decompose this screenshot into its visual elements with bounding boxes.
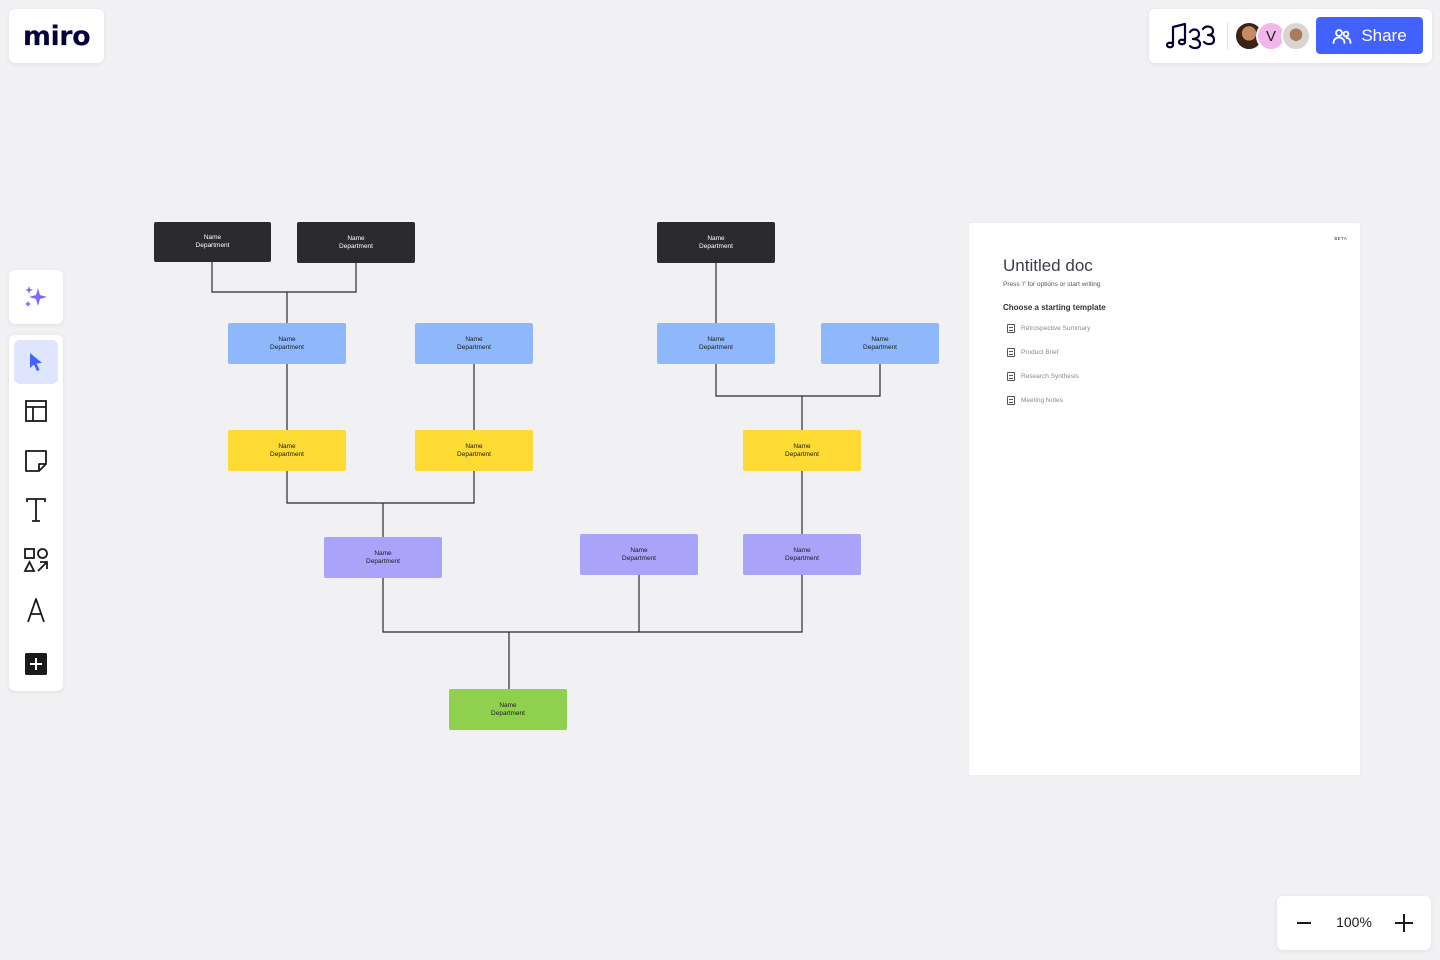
document-icon bbox=[1007, 324, 1015, 333]
collaboration-bar: V Share bbox=[1149, 9, 1432, 63]
document-icon bbox=[1007, 372, 1015, 381]
node-name: Name bbox=[465, 335, 483, 343]
logo-button[interactable]: miro bbox=[9, 9, 104, 63]
node-name: Name bbox=[278, 442, 296, 450]
shapes-tool[interactable] bbox=[14, 538, 58, 582]
zoom-controls: 100% bbox=[1277, 896, 1431, 950]
template-label: Product Brief bbox=[1021, 349, 1059, 356]
node-department: Department bbox=[491, 709, 525, 717]
reactions-icon[interactable] bbox=[1163, 20, 1215, 52]
minus-icon bbox=[1297, 922, 1311, 924]
node-name: Name bbox=[499, 701, 517, 709]
share-button[interactable]: Share bbox=[1316, 17, 1423, 54]
node-name: Name bbox=[203, 234, 222, 241]
avatar-initial: V bbox=[1265, 27, 1276, 45]
document-icon bbox=[1007, 396, 1015, 405]
template-label: Research Synthesis bbox=[1021, 373, 1079, 380]
node-name: Name bbox=[707, 335, 725, 343]
template-label: Retrospective Summary bbox=[1021, 325, 1091, 332]
sparkle-icon bbox=[25, 286, 47, 307]
node-name: Name bbox=[347, 234, 365, 242]
zoom-in-button[interactable] bbox=[1384, 903, 1424, 943]
template-heading: Choose a starting template bbox=[1003, 303, 1106, 312]
more-tools-button[interactable] bbox=[14, 642, 58, 686]
node-name: Name bbox=[793, 546, 811, 554]
zoom-out-button[interactable] bbox=[1284, 903, 1324, 943]
select-tool[interactable] bbox=[14, 340, 58, 384]
sticky-note-tool[interactable] bbox=[14, 439, 58, 483]
avatar[interactable] bbox=[1281, 21, 1311, 51]
node-department: Department bbox=[785, 554, 819, 562]
zoom-level[interactable]: 100% bbox=[1336, 914, 1372, 930]
node-name: Name bbox=[278, 335, 296, 343]
share-label: Share bbox=[1361, 25, 1407, 45]
node-name: Name bbox=[465, 442, 483, 450]
node-department: Department bbox=[622, 554, 656, 562]
template-option[interactable]: Product Brief bbox=[1007, 348, 1059, 357]
node-department: Department bbox=[366, 557, 400, 565]
node-department: Department bbox=[457, 450, 491, 458]
doc-title[interactable]: Untitled doc bbox=[1003, 256, 1093, 275]
shapes-icon bbox=[23, 548, 48, 572]
plus-square-icon bbox=[25, 653, 47, 675]
left-toolbar bbox=[9, 335, 63, 691]
text-icon bbox=[26, 498, 46, 522]
node-name: Name bbox=[630, 546, 648, 554]
node-department: Department bbox=[785, 450, 819, 458]
node-name: Name bbox=[871, 335, 889, 343]
templates-tool[interactable] bbox=[14, 389, 58, 433]
node-department: Department bbox=[699, 242, 733, 250]
ai-assist-button[interactable] bbox=[9, 270, 63, 324]
users-icon bbox=[1332, 28, 1352, 44]
doc-hint: Press '/' for options or start writing bbox=[1003, 281, 1101, 288]
node-department: Department bbox=[270, 343, 304, 351]
beta-badge: BETA bbox=[1334, 236, 1347, 241]
node-name: Name bbox=[793, 442, 811, 450]
pen-tool[interactable] bbox=[14, 588, 58, 632]
document-icon bbox=[1007, 348, 1015, 357]
miro-logo: miro bbox=[22, 20, 91, 52]
template-option[interactable]: Meeting Notes bbox=[1007, 396, 1063, 405]
cursor-icon bbox=[30, 353, 42, 371]
node-department: Department bbox=[699, 343, 733, 351]
sticky-note-icon bbox=[25, 450, 47, 472]
template-label: Meeting Notes bbox=[1021, 397, 1063, 404]
template-option[interactable]: Retrospective Summary bbox=[1007, 324, 1090, 333]
text-tool[interactable] bbox=[14, 488, 58, 532]
node-department: Department bbox=[863, 343, 897, 351]
divider bbox=[1227, 23, 1228, 49]
avatar[interactable]: V bbox=[1256, 21, 1286, 51]
layout-icon bbox=[25, 400, 47, 422]
doc-panel[interactable]: BETA Untitled doc Press '/' for options … bbox=[969, 223, 1360, 775]
node-department: Department bbox=[270, 450, 304, 458]
template-option[interactable]: Research Synthesis bbox=[1007, 372, 1079, 381]
node-department: Department bbox=[457, 343, 491, 351]
node-name: Name bbox=[707, 234, 725, 242]
pen-icon bbox=[27, 598, 45, 623]
node-department: Department bbox=[195, 242, 230, 249]
node-department: Department bbox=[339, 242, 373, 250]
plus-icon bbox=[1395, 914, 1413, 932]
node-name: Name bbox=[374, 549, 392, 557]
